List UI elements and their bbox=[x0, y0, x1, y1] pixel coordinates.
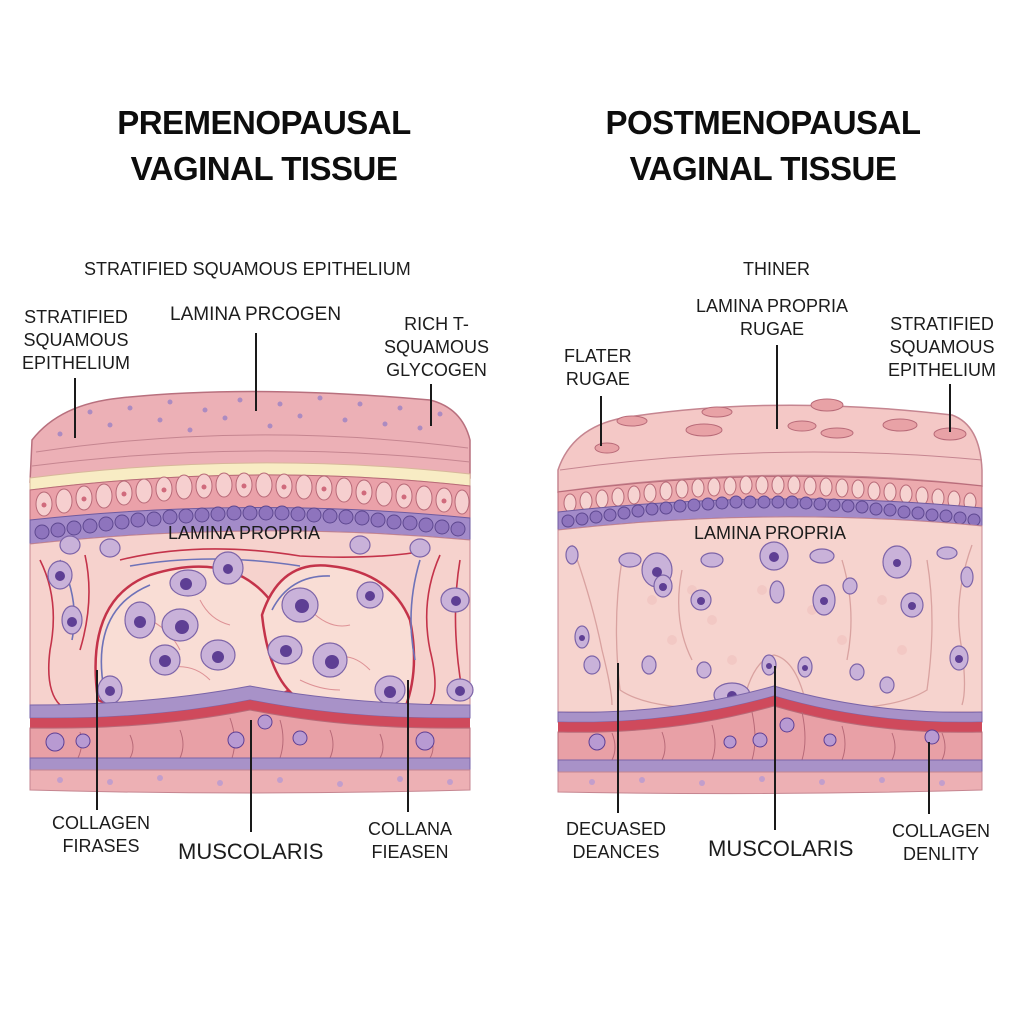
label-lamina-propria: LAMINA PROPRIA bbox=[168, 523, 321, 543]
title-line-1: POSTMENOPAUSAL bbox=[605, 104, 921, 141]
label-line: DENLITY bbox=[903, 844, 980, 864]
postmenopausal-title: POSTMENOPAUSAL VAGINAL TISSUE bbox=[500, 100, 1024, 192]
label-line: COLLAGEN bbox=[52, 813, 151, 833]
leader-line-rugae-flat bbox=[600, 396, 602, 446]
label-muscularis: MUSCOLARIS bbox=[708, 836, 854, 861]
label-lamina-top: LAMINA PRCOGEN bbox=[170, 304, 342, 325]
label-line: DEANCES bbox=[572, 842, 660, 862]
premenopausal-title: PREMENOPAUSAL VAGINAL TISSUE bbox=[0, 100, 528, 192]
label-lamina-rugae: LAMINA PROPRIA RUGAE bbox=[696, 295, 848, 341]
leader-line-lamina-rugae bbox=[776, 345, 778, 429]
title-line-2: VAGINAL TISSUE bbox=[629, 150, 897, 187]
leader-line-glycogen bbox=[430, 384, 432, 426]
label-line: COLLANA bbox=[368, 819, 453, 839]
label-line: RUGAE bbox=[565, 369, 630, 389]
leader-line-collagen-right bbox=[407, 680, 409, 812]
label-line: SQUAMOUS bbox=[23, 330, 129, 350]
postmenopausal-panel: POSTMENOPAUSAL VAGINAL TISSUE bbox=[512, 0, 1024, 1024]
leader-line-epithelium bbox=[949, 384, 951, 432]
leader-line-collagen-left bbox=[96, 670, 98, 810]
label-line: LAMINA PROPRIA bbox=[696, 296, 849, 316]
leader-line-muscularis bbox=[250, 720, 252, 832]
leader-line-muscularis bbox=[774, 666, 776, 830]
label-line: EPITHELIUM bbox=[22, 353, 131, 373]
label-line: EPITHELIUM bbox=[888, 360, 997, 380]
leader-line-collagen-density bbox=[928, 742, 930, 814]
label-line: STRATIFIED bbox=[24, 307, 128, 327]
premenopausal-tissue-illustration bbox=[29, 390, 474, 794]
label-collagen-right: COLLANA FIEASEN bbox=[368, 818, 452, 864]
label-line: FIRASES bbox=[62, 836, 140, 856]
top-caption: STRATIFIED SQUAMOUS EPITHELIUM bbox=[84, 259, 411, 279]
postmenopausal-tissue-illustration bbox=[557, 398, 983, 795]
label-lamina-propria: LAMINA PROPRIA bbox=[694, 523, 847, 543]
leader-line-decreased bbox=[617, 663, 619, 813]
title-line-2: VAGINAL TISSUE bbox=[130, 150, 398, 187]
label-collagen-density: COLLAGEN DENLITY bbox=[892, 820, 990, 866]
label-muscularis: MUSCOLARIS bbox=[178, 839, 324, 864]
label-line: DECUASED bbox=[566, 819, 667, 839]
label-collagen-left: COLLAGEN FIRASES bbox=[52, 812, 150, 858]
label-line: STRATIFIED bbox=[890, 314, 994, 334]
label-line: SQUAMOUS bbox=[889, 337, 995, 357]
label-line: RICH T- bbox=[404, 314, 469, 334]
label-epithelium: STRATIFIED SQUAMOUS EPITHELIUM bbox=[888, 313, 996, 382]
label-glycogen: RICH T- SQUAMOUS GLYCOGEN bbox=[384, 313, 489, 382]
label-line: FLATER bbox=[564, 346, 632, 366]
top-caption: THINER bbox=[743, 259, 810, 279]
label-line: RUGAE bbox=[740, 319, 805, 339]
label-line: GLYCOGEN bbox=[386, 360, 487, 380]
label-rugae-flat: FLATER RUGAE bbox=[564, 345, 632, 391]
label-epithelium: STRATIFIED SQUAMOUS EPITHELIUM bbox=[22, 306, 130, 375]
label-decreased: DECUASED DEANCES bbox=[566, 818, 666, 864]
premenopausal-panel: PREMENOPAUSAL VAGINAL TISSUE bbox=[22, 104, 489, 864]
leader-line-lamina-top bbox=[255, 333, 257, 411]
label-line: COLLAGEN bbox=[892, 821, 991, 841]
title-line-1: PREMENOPAUSAL bbox=[117, 104, 411, 141]
leader-line-epithelium bbox=[74, 378, 76, 438]
label-line: FIEASEN bbox=[371, 842, 449, 862]
label-line: SQUAMOUS bbox=[384, 337, 490, 357]
